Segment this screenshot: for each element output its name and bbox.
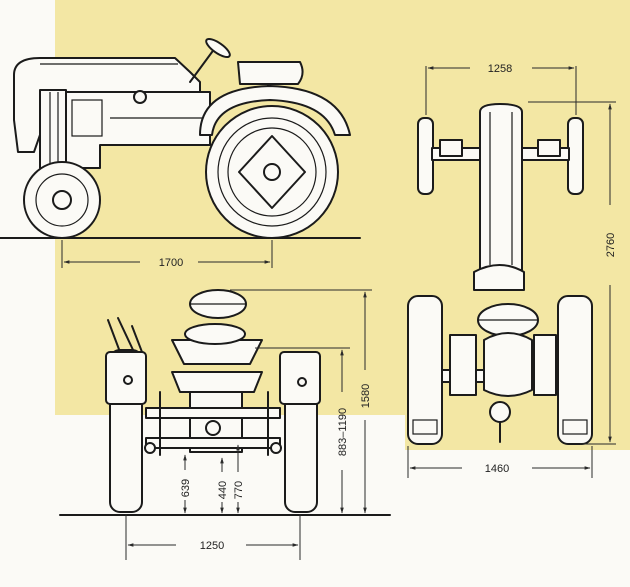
top-view-tractor: 1258 2760 1460: [407, 63, 617, 478]
dim-front-height-2: 440: [217, 481, 229, 499]
dim-front-height-range: 883–1190: [337, 408, 349, 456]
side-view-tractor: 1700: [0, 37, 361, 269]
dim-top-rear-track: 1460: [485, 463, 509, 475]
dim-top-front-track: 1258: [488, 63, 512, 75]
dim-front-height-3: 770: [233, 481, 245, 499]
front-view-tractor: 1250 639 440 770 883–1190 1580: [59, 289, 391, 560]
dim-side-wheelbase: 1700: [159, 257, 183, 269]
dim-front-track: 1250: [200, 540, 224, 552]
dim-front-total-height: 1580: [360, 384, 372, 408]
dim-top-length: 2760: [605, 233, 617, 257]
dim-front-height-1: 639: [180, 479, 192, 497]
